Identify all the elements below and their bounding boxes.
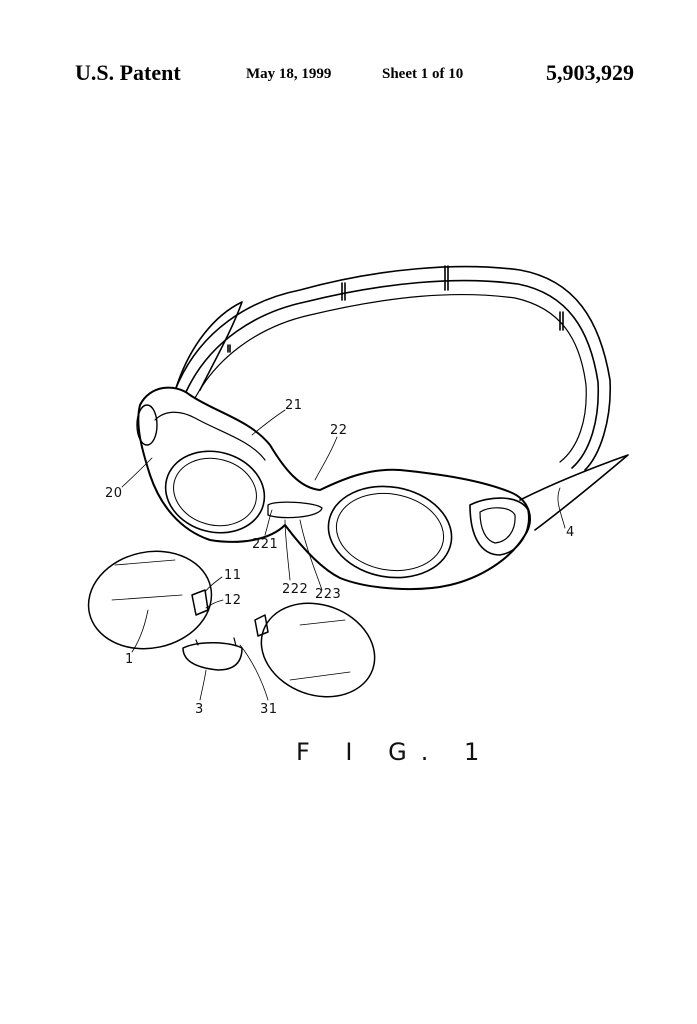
leader-lines (121, 409, 566, 701)
label-221: 221 (252, 537, 279, 552)
patent-date: May 18, 1999 (246, 66, 332, 82)
goggle-frame (136, 386, 629, 591)
label-222: 222 (282, 582, 309, 597)
lens-left (87, 550, 213, 650)
label-4: 4 (566, 525, 575, 540)
sheet-number: Sheet 1 of 10 (382, 66, 464, 82)
label-31: 31 (260, 702, 278, 717)
lens-right (254, 602, 376, 698)
label-22: 22 (330, 423, 348, 438)
figure-caption: F I G. 1 (296, 738, 494, 766)
label-11: 11 (224, 568, 242, 583)
label-223: 223 (315, 587, 342, 602)
label-1: 1 (125, 652, 134, 667)
label-3: 3 (195, 702, 204, 717)
label-21: 21 (285, 398, 303, 413)
label-20: 20 (105, 486, 123, 501)
patent-number: 5,903,929 (546, 60, 634, 85)
label-12: 12 (224, 593, 242, 608)
patent-header-title: U.S. Patent (75, 60, 181, 85)
nose-piece (182, 637, 243, 671)
head-strap (175, 265, 611, 471)
